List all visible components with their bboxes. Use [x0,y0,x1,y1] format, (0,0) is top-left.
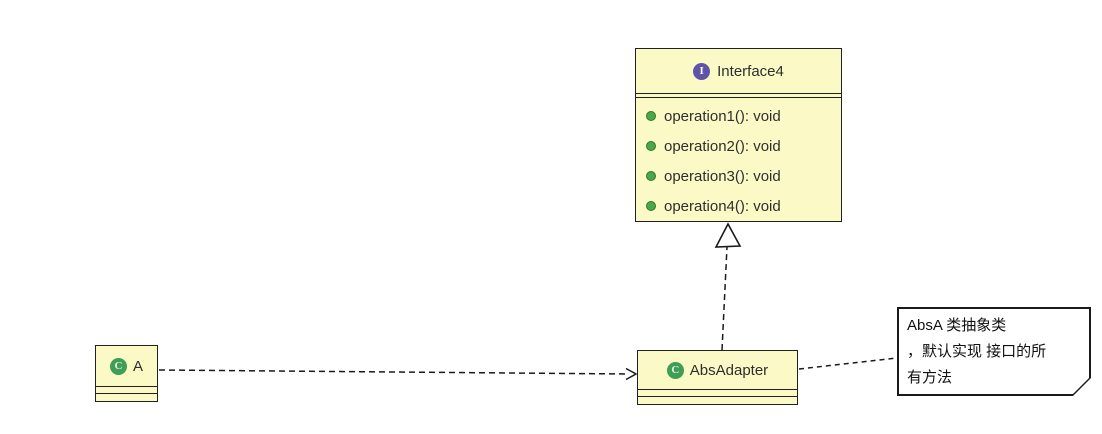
public-method-icon [646,141,656,151]
class-a-header: C A [96,346,157,386]
realization-hollow-triangle [714,222,742,248]
interface4-header: I Interface4 [636,49,841,93]
note-line: AbsA 类抽象类 [907,317,1007,334]
dependency-arrowhead [625,367,638,381]
note-line: ，默认实现 接口的所 [907,343,1047,360]
interface-icon: I [693,62,711,80]
class-a-methods-compartment [96,393,157,401]
class-a-fields-compartment [96,386,157,393]
interface4-title: Interface4 [717,62,784,80]
operation-label: operation2(): void [664,137,781,155]
operation-row: operation1(): void [646,101,835,131]
dependency-line-a-to-absadapter [158,369,630,375]
absadapter-note[interactable]: AbsA 类抽象类 ，默认实现 接口的所 有方法 [897,307,1091,396]
operation-label: operation4(): void [664,197,781,215]
absadapter-title: AbsAdapter [689,361,769,379]
operation-row: operation3(): void [646,161,835,191]
realization-line-absadapter-to-interface4 [721,246,728,351]
class-a-title: A [132,357,143,375]
public-method-icon [646,111,656,121]
absadapter-methods-compartment [638,396,797,404]
operation-label: operation1(): void [664,107,781,125]
interface4-title-separator [636,93,841,98]
note-anchor-line [798,357,898,370]
interface4-operations-list: operation1(): void operation2(): void op… [636,98,841,221]
note-body: AbsA 类抽象类 ，默认实现 接口的所 有方法 [899,309,1089,394]
public-method-icon [646,201,656,211]
class-a-box[interactable]: C A [95,345,158,402]
class-icon: C [109,357,127,375]
absadapter-header: C AbsAdapter [638,351,797,389]
operation-row: operation2(): void [646,131,835,161]
operation-label: operation3(): void [664,167,781,185]
class-icon: C [666,361,684,379]
operation-row: operation4(): void [646,191,835,221]
absadapter-fields-compartment [638,389,797,396]
note-line: 有方法 [907,369,953,386]
interface4-box[interactable]: I Interface4 operation1(): void operatio… [635,48,842,222]
public-method-icon [646,171,656,181]
absadapter-box[interactable]: C AbsAdapter [637,350,798,405]
